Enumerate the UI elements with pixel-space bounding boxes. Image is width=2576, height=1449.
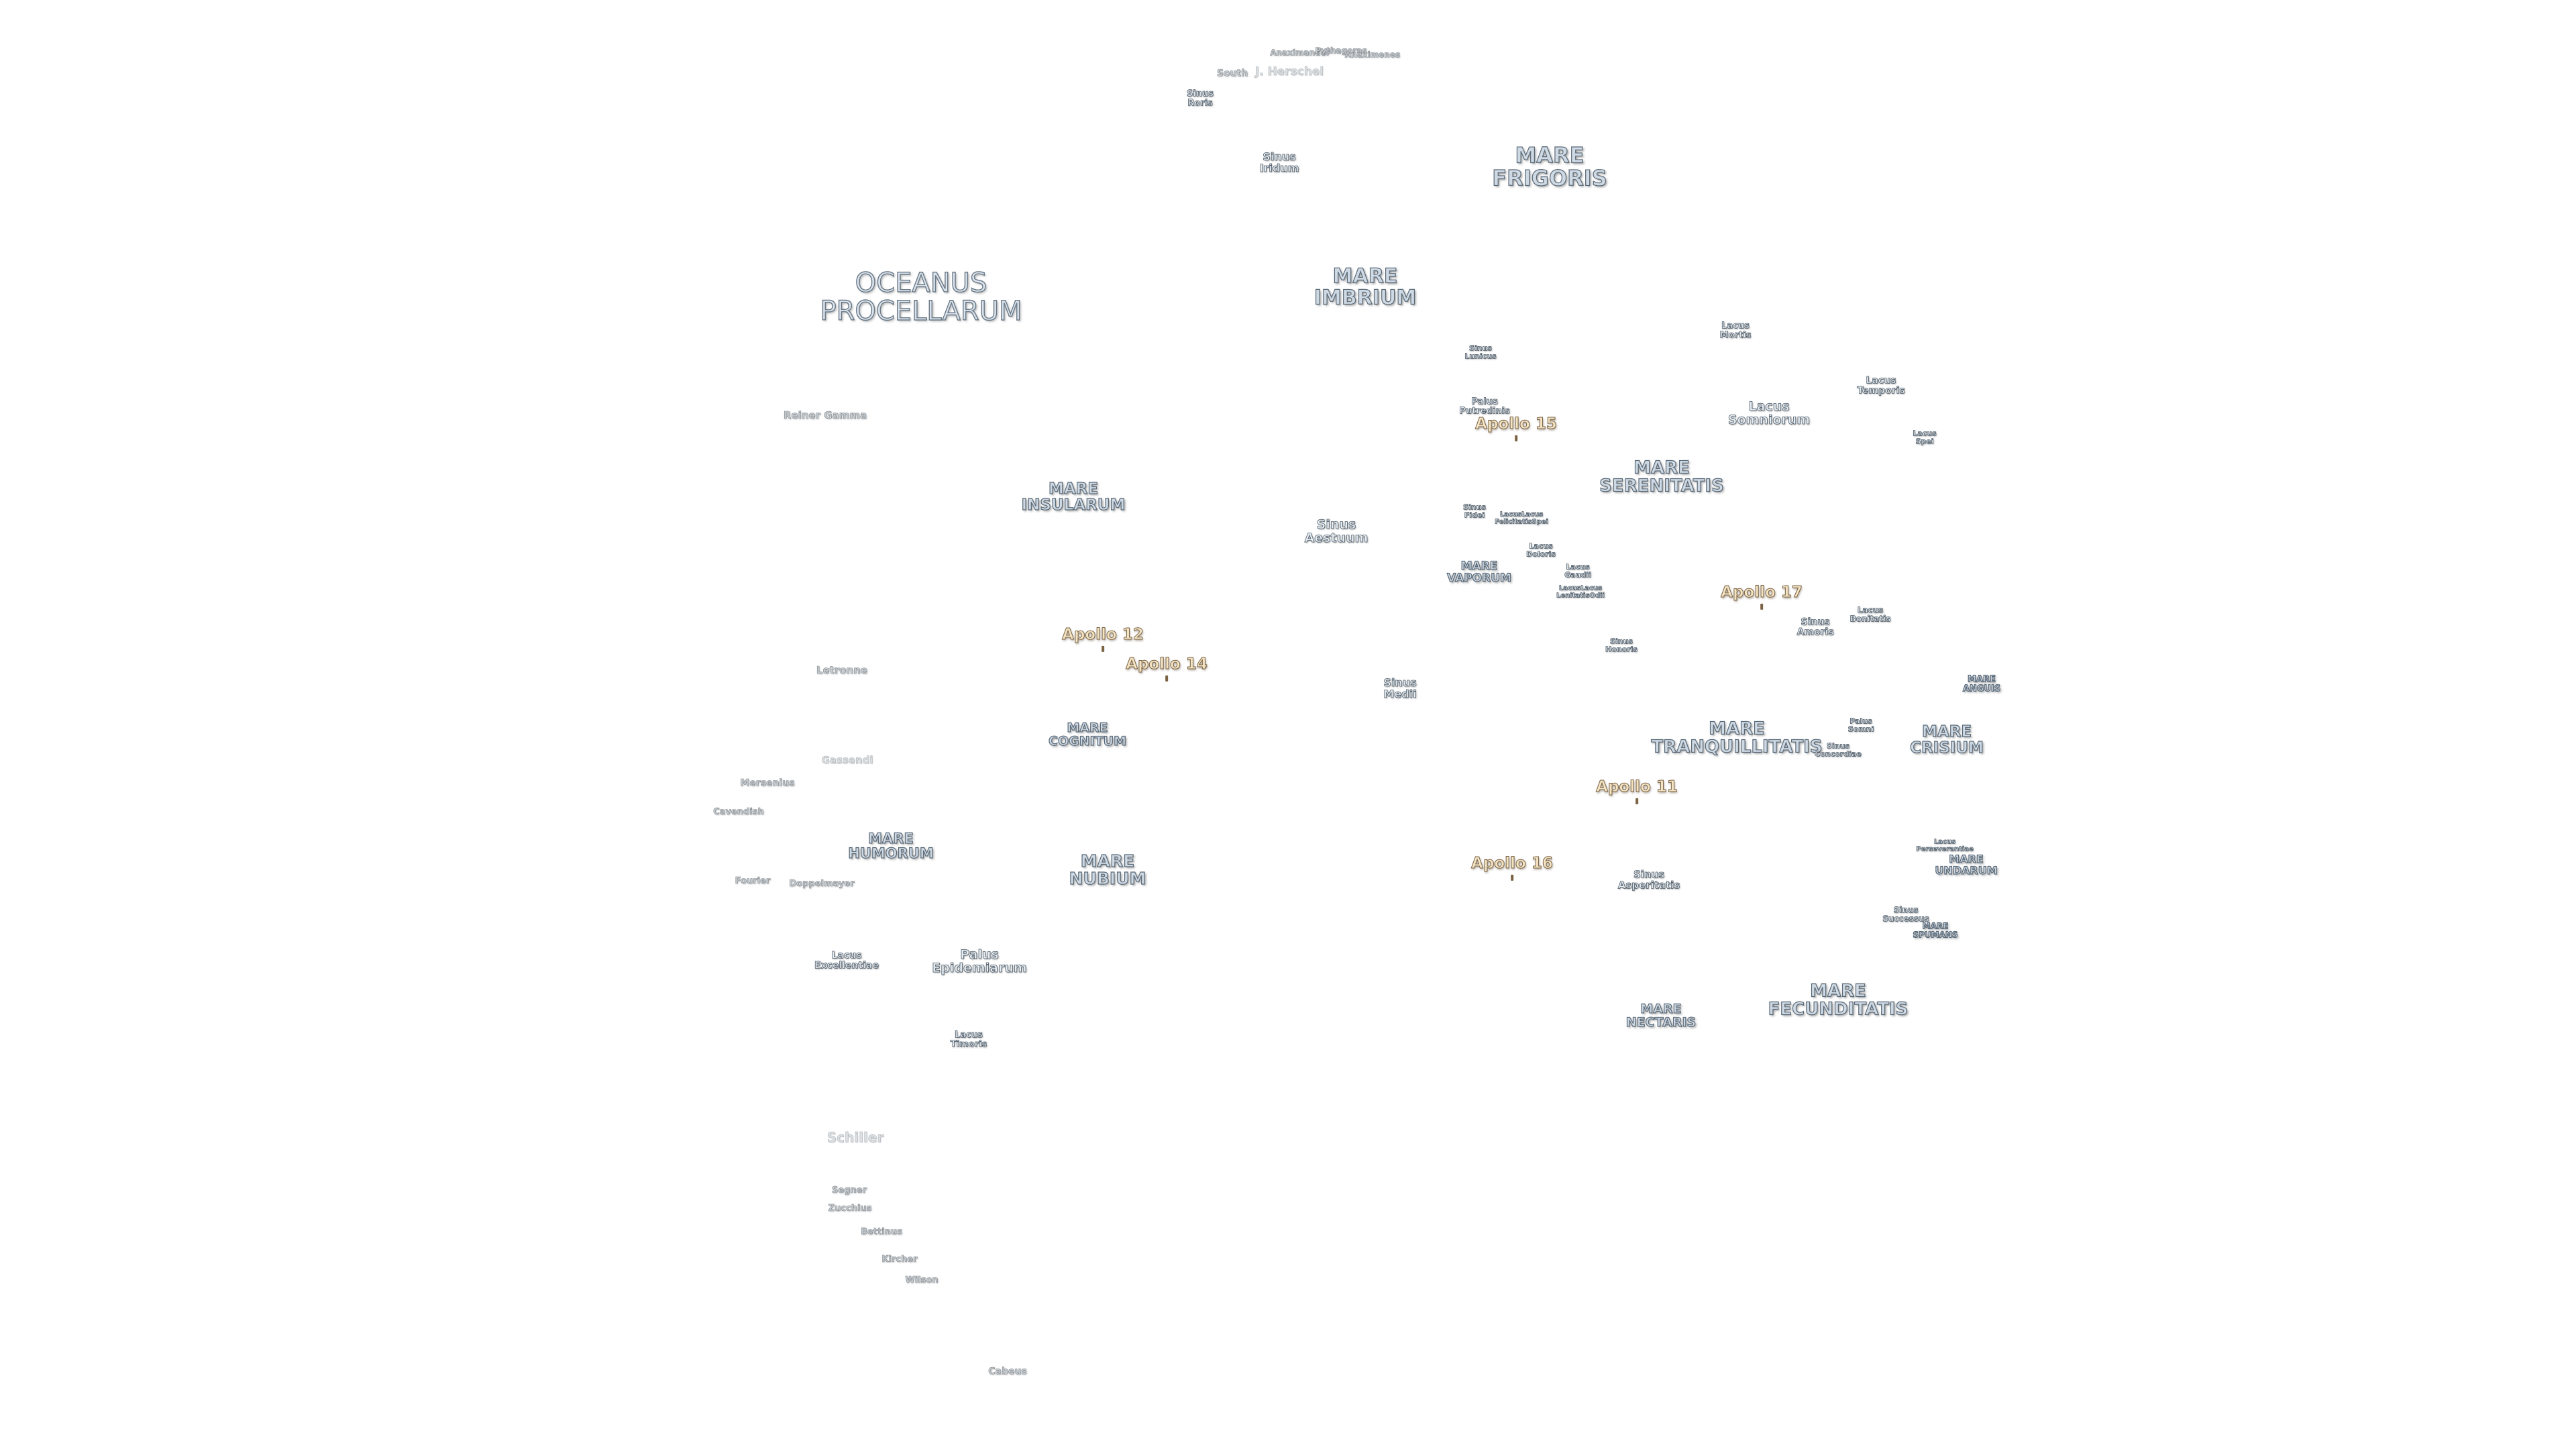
landing-site-marker-icon	[1515, 435, 1517, 442]
label-crater-cabeus[interactable]: Cabeus	[988, 1366, 1027, 1377]
label-apollo-14[interactable]: Apollo 14	[1126, 655, 1208, 682]
label-oceanus-procellarum[interactable]: OCEANUS PROCELLARUM	[820, 268, 1022, 327]
label-sinus-asperitatis[interactable]: Sinus Asperitatis	[1617, 868, 1680, 891]
label-lacus-felicitatis[interactable]: LacusLacus FelicitatisSpei	[1495, 511, 1548, 525]
label-mare-imbrium[interactable]: MARE IMBRIUM	[1313, 264, 1417, 309]
label-sinus-iridum[interactable]: Sinus Iridum	[1259, 150, 1299, 174]
label-sinus-successus[interactable]: Sinus Successus	[1882, 905, 1929, 923]
label-crater-schiller[interactable]: Schiller	[826, 1129, 884, 1146]
label-lacus-timoris[interactable]: Lacus Timoris	[950, 1030, 987, 1049]
apollo-14-text: Apollo 14	[1126, 655, 1208, 673]
label-lacus-perseverantiae[interactable]: Lacus Perseverantiae	[1916, 838, 1974, 853]
label-crater-anaximander[interactable]: Anaximander	[1270, 48, 1330, 58]
label-mare-nubium[interactable]: MARE NUBIUM	[1069, 851, 1146, 888]
apollo-12-text: Apollo 12	[1062, 625, 1144, 643]
label-sinus-amoris[interactable]: Sinus Amoris	[1796, 616, 1834, 637]
label-lacus-mortis[interactable]: Lacus Mortis	[1719, 321, 1752, 340]
label-mare-cognitum[interactable]: MARE COGNITUM	[1048, 720, 1126, 749]
label-lacus-gaudii[interactable]: Lacus Gaudii	[1564, 562, 1591, 579]
label-apollo-17[interactable]: Apollo 17	[1721, 583, 1803, 610]
label-lacus-bonitatis[interactable]: Lacus Bonitatis	[1849, 605, 1891, 623]
label-crater-fourier[interactable]: Fourier	[735, 876, 771, 887]
label-sinus-aestuum[interactable]: Sinus Aestuum	[1304, 517, 1368, 545]
landing-site-marker-icon	[1165, 676, 1168, 682]
label-lacus-excellentiae[interactable]: Lacus Excellentiae	[814, 950, 879, 971]
label-palus-epidemiarum[interactable]: Palus Epidemiarum	[932, 947, 1027, 975]
label-mare-insularum[interactable]: MARE INSULARUM	[1021, 480, 1126, 514]
label-crater-anaximenes[interactable]: Anaximenes	[1344, 50, 1401, 60]
label-crater-segner[interactable]: Segner	[832, 1185, 867, 1196]
label-crater-gassendi[interactable]: Gassendi	[821, 754, 873, 767]
label-palus-somni[interactable]: Palus Somni	[1847, 716, 1874, 733]
label-sinus-roris[interactable]: Sinus Roris	[1186, 89, 1214, 108]
label-mare-crisium[interactable]: MARE CRISIUM	[1909, 722, 1984, 757]
label-lacus-doloris[interactable]: Lacus Doloris	[1526, 541, 1556, 558]
label-sinus-concordiae[interactable]: Sinus Concordiae	[1815, 741, 1862, 758]
label-crater-wilson[interactable]: Wilson	[905, 1275, 938, 1286]
apollo-15-text: Apollo 15	[1475, 415, 1558, 433]
label-mare-anguis[interactable]: MARE ANGUIS	[1962, 674, 2001, 694]
label-crater-south[interactable]: South	[1216, 68, 1248, 79]
apollo-16-text: Apollo 16	[1471, 854, 1554, 872]
landing-site-marker-icon	[1102, 646, 1104, 653]
landing-site-marker-icon	[1760, 604, 1763, 610]
label-mare-frigoris[interactable]: MARE FRIGORIS	[1492, 142, 1608, 191]
label-sinus-lunicus[interactable]: Sinus Lunicus	[1464, 343, 1497, 360]
label-crater-kircher[interactable]: Kircher	[881, 1254, 918, 1265]
label-mare-nectaris[interactable]: MARE NECTARIS	[1625, 1002, 1697, 1030]
label-crater-cavendish[interactable]: Cavendish	[713, 807, 764, 818]
label-crater-j-herschel[interactable]: J. Herschel	[1254, 65, 1324, 79]
label-crater-zucchius[interactable]: Zucchius	[828, 1203, 872, 1214]
label-crater-doppelmayer[interactable]: Doppelmayer	[789, 879, 855, 890]
label-mare-fecunditatis[interactable]: MARE FECUNDITATIS	[1768, 981, 1909, 1020]
label-sinus-medii[interactable]: Sinus Medii	[1383, 676, 1417, 700]
label-palus-putredinis[interactable]: Palus Putredinis	[1459, 396, 1510, 416]
apollo-11-text: Apollo 11	[1596, 777, 1678, 796]
landing-site-marker-icon	[1511, 875, 1513, 881]
label-mare-tranquillitatis[interactable]: MARE TRANQUILLITATIS	[1651, 718, 1823, 757]
label-apollo-12[interactable]: Apollo 12	[1062, 625, 1144, 653]
label-mare-humorum[interactable]: MARE HUMORUM	[848, 830, 934, 861]
label-sinus-honoris[interactable]: Sinus Honoris	[1605, 637, 1638, 653]
label-lacus-temporis[interactable]: Lacus Temporis	[1857, 375, 1905, 396]
label-apollo-15[interactable]: Apollo 15	[1475, 415, 1558, 442]
label-lacus-somniorum[interactable]: Lacus Somniorum	[1727, 399, 1811, 427]
label-crater-pythagoras[interactable]: Pythagoras	[1315, 46, 1367, 56]
label-mare-undarum[interactable]: MARE UNDARUM	[1935, 853, 1998, 877]
label-mare-vaporum[interactable]: MARE VAPORUM	[1446, 559, 1511, 585]
label-apollo-16[interactable]: Apollo 16	[1471, 854, 1554, 881]
label-mare-spumans[interactable]: MARE SPUMANS	[1913, 921, 1958, 939]
label-mare-serenitatis[interactable]: MARE SERENITATIS	[1599, 458, 1725, 496]
label-lacus-spei[interactable]: Lacus Spei	[1913, 429, 1937, 445]
label-sinus-fidei[interactable]: Sinus Fidei	[1463, 502, 1487, 519]
label-crater-reiner-gamma[interactable]: Reiner Gamma	[783, 409, 867, 422]
label-apollo-11[interactable]: Apollo 11	[1596, 777, 1678, 805]
label-crater-letronne[interactable]: Letronne	[816, 664, 868, 677]
label-crater-bettinus[interactable]: Bettinus	[861, 1227, 902, 1238]
label-lacus-odii[interactable]: LacusLacus LenitatisOdii	[1556, 584, 1605, 599]
apollo-17-text: Apollo 17	[1721, 583, 1803, 601]
landing-site-marker-icon	[1635, 798, 1638, 805]
label-crater-mersenius[interactable]: Mersenius	[740, 777, 795, 789]
